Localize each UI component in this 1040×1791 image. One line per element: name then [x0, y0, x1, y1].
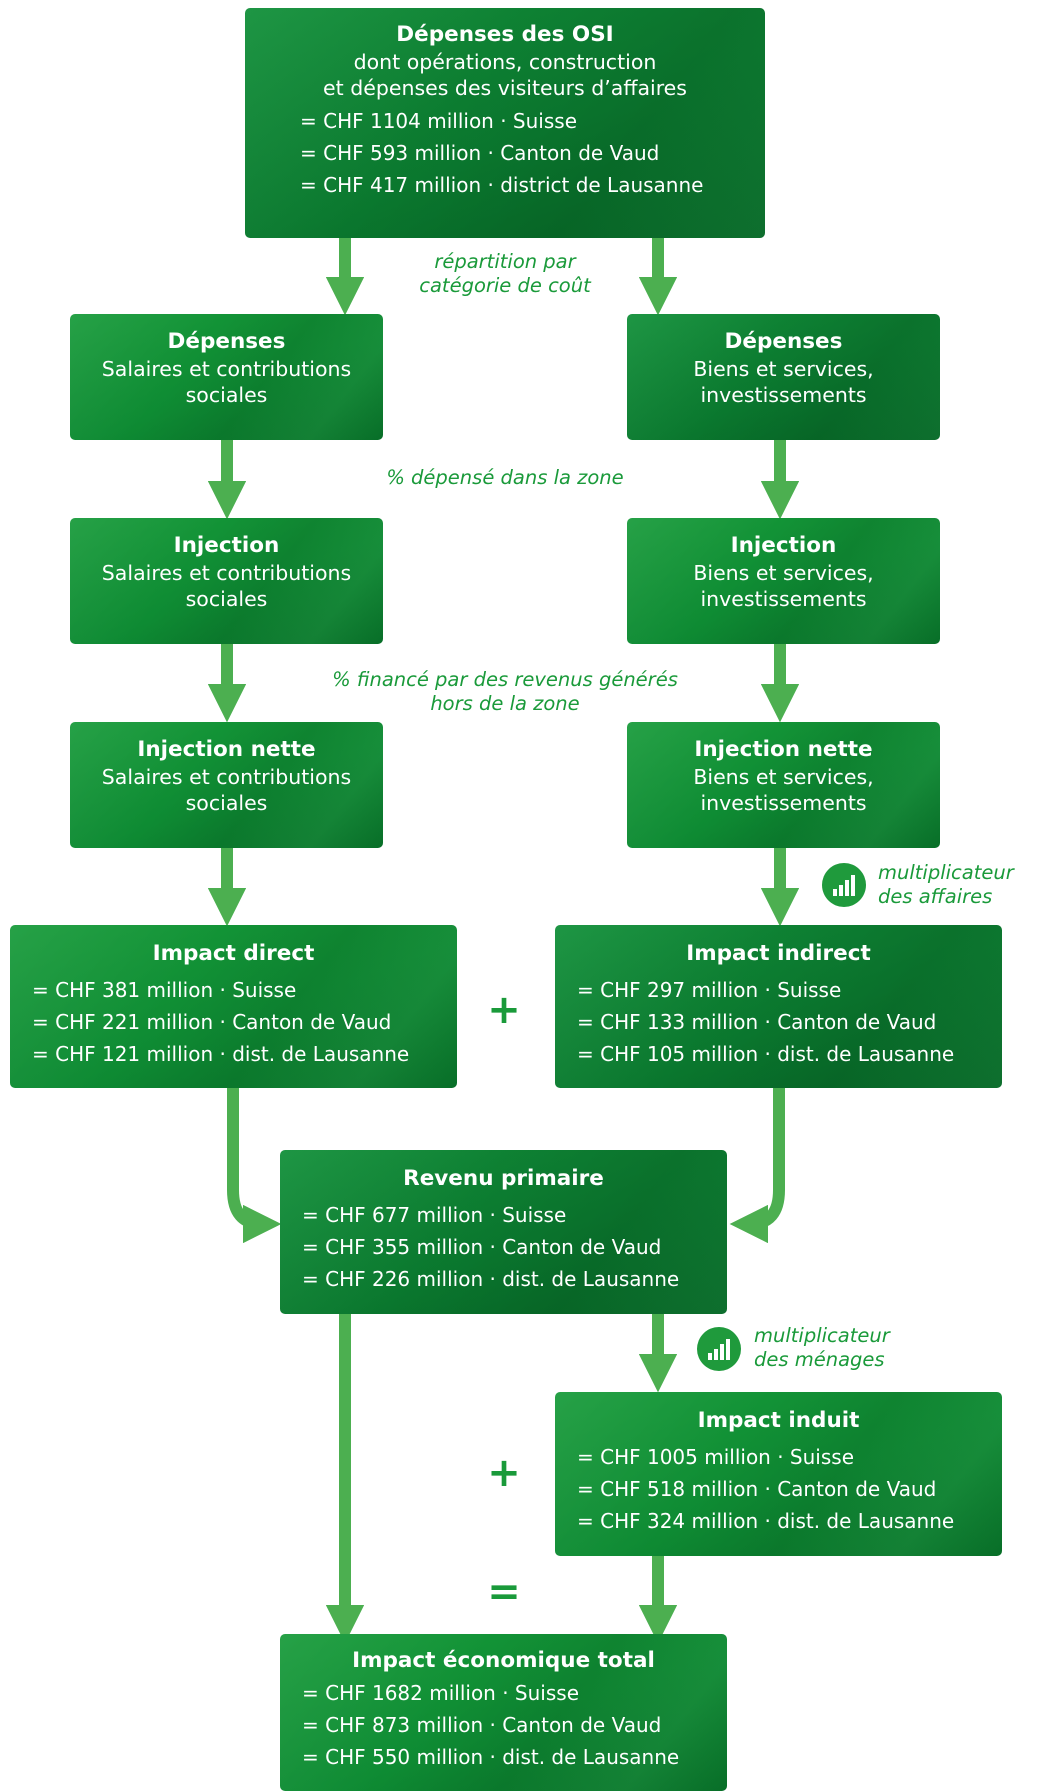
primary-income-value-vaud: = CHF 355 million · Canton de Vaud [302, 1235, 662, 1259]
goods-net-injection-subtitle-2: investissements [700, 791, 867, 815]
salary-expenses-subtitle-2: sociales [185, 383, 268, 407]
direct-impact-box: Impact direct = CHF 381 million · Suisse… [10, 925, 457, 1088]
total-impact-value-lausanne: = CHF 550 million · dist. de Lausanne [302, 1745, 680, 1769]
business-multiplier-note: multiplicateur des affaires [878, 861, 1014, 909]
bar-chart-icon [822, 863, 866, 907]
induced-impact-title: Impact induit [697, 1408, 860, 1433]
spent-in-zone-note: % dépensé dans la zone [386, 466, 624, 489]
salary-net-injection-box: Injection nette Salaires et contribution… [70, 722, 383, 848]
goods-expenses-subtitle-2: investissements [700, 383, 867, 407]
induced-impact-value-vaud: = CHF 518 million · Canton de Vaud [577, 1477, 937, 1501]
plus-operator-bottom: + [487, 1450, 521, 1496]
plus-operator-top: + [487, 987, 521, 1033]
indirect-impact-title: Impact indirect [686, 941, 871, 966]
total-impact-value-suisse: = CHF 1682 million · Suisse [302, 1681, 580, 1705]
business-multiplier-line-2: des affaires [878, 885, 993, 908]
direct-impact-value-vaud: = CHF 221 million · Canton de Vaud [32, 1010, 392, 1034]
osi-expenses-subtitle-2: et dépenses des visiteurs d’affaires [323, 76, 687, 100]
household-multiplier-note: multiplicateur des ménages [754, 1324, 890, 1372]
salary-injection-box: Injection Salaires et contributions soci… [70, 518, 383, 644]
indirect-impact-box: Impact indirect = CHF 297 million · Suis… [555, 925, 1002, 1088]
goods-expenses-title: Dépenses [724, 329, 843, 354]
arrow-direct-to-primary [227, 1088, 282, 1244]
funded-outside-note: % financé par des revenus générés hors d… [285, 668, 725, 716]
funded-note-line-1: % financé par des revenus générés [332, 668, 678, 691]
goods-expenses-box: Dépenses Biens et services, investisseme… [627, 314, 940, 440]
split-note-line-1: répartition par [434, 250, 576, 273]
induced-impact-value-suisse: = CHF 1005 million · Suisse [577, 1445, 855, 1469]
goods-injection-box: Injection Biens et services, investissem… [627, 518, 940, 644]
goods-net-injection-subtitle-1: Biens et services, [693, 765, 874, 789]
indirect-impact-value-vaud: = CHF 133 million · Canton de Vaud [577, 1010, 937, 1034]
goods-injection-subtitle-1: Biens et services, [693, 561, 874, 585]
household-multiplier-line-2: des ménages [754, 1348, 885, 1371]
funded-note-line-2: hors de la zone [430, 692, 580, 715]
primary-income-value-lausanne: = CHF 226 million · dist. de Lausanne [302, 1267, 680, 1291]
induced-impact-value-lausanne: = CHF 324 million · dist. de Lausanne [577, 1509, 955, 1533]
osi-expenses-title: Dépenses des OSI [396, 22, 614, 47]
goods-injection-subtitle-2: investissements [700, 587, 867, 611]
split-note-line-2: catégorie de coût [419, 274, 591, 297]
business-multiplier-line-1: multiplicateur [878, 861, 1014, 884]
primary-income-title: Revenu primaire [403, 1166, 604, 1191]
arrow-indirect-to-primary [729, 1088, 785, 1244]
total-impact-title: Impact économique total [352, 1648, 655, 1673]
direct-impact-value-lausanne: = CHF 121 million · dist. de Lausanne [32, 1042, 410, 1066]
osi-expenses-box: Dépenses des OSI dont opérations, constr… [245, 8, 765, 238]
indirect-impact-value-lausanne: = CHF 105 million · dist. de Lausanne [577, 1042, 955, 1066]
direct-impact-value-suisse: = CHF 381 million · Suisse [32, 978, 297, 1002]
indirect-impact-value-suisse: = CHF 297 million · Suisse [577, 978, 842, 1002]
salary-injection-subtitle-1: Salaires et contributions [101, 561, 352, 585]
salary-expenses-box: Dépenses Salaires et contributions socia… [70, 314, 383, 440]
salary-injection-title: Injection [173, 533, 280, 558]
split-note: répartition par catégorie de coût [380, 250, 630, 298]
goods-injection-title: Injection [730, 533, 837, 558]
total-impact-box: Impact économique total = CHF 1682 milli… [280, 1634, 727, 1791]
equals-operator: = [487, 1569, 521, 1615]
household-multiplier-line-1: multiplicateur [754, 1324, 890, 1347]
osi-expenses-value-lausanne: = CHF 417 million · district de Lausanne [300, 173, 704, 197]
goods-net-injection-title: Injection nette [694, 737, 873, 762]
primary-income-box: Revenu primaire = CHF 677 million · Suis… [280, 1150, 727, 1314]
goods-net-injection-box: Injection nette Biens et services, inves… [627, 722, 940, 848]
osi-expenses-subtitle-1: dont opérations, construction [353, 50, 657, 74]
total-impact-value-vaud: = CHF 873 million · Canton de Vaud [302, 1713, 662, 1737]
salary-expenses-subtitle-1: Salaires et contributions [101, 357, 352, 381]
salary-net-injection-subtitle-1: Salaires et contributions [101, 765, 352, 789]
direct-impact-title: Impact direct [152, 941, 315, 966]
goods-expenses-subtitle-1: Biens et services, [693, 357, 874, 381]
bar-chart-icon [697, 1327, 741, 1371]
osi-expenses-value-vaud: = CHF 593 million · Canton de Vaud [300, 141, 660, 165]
induced-impact-box: Impact induit = CHF 1005 million · Suiss… [555, 1392, 1002, 1556]
salary-net-injection-title: Injection nette [137, 737, 316, 762]
primary-income-value-suisse: = CHF 677 million · Suisse [302, 1203, 567, 1227]
salary-injection-subtitle-2: sociales [185, 587, 268, 611]
salary-expenses-title: Dépenses [167, 329, 286, 354]
osi-expenses-value-suisse: = CHF 1104 million · Suisse [300, 109, 578, 133]
salary-net-injection-subtitle-2: sociales [185, 791, 268, 815]
